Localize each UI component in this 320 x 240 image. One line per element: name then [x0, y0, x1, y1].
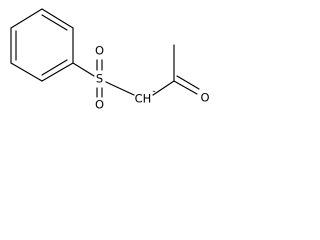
carbonyl-double-bond: [176, 75, 200, 90]
ring-bond: [41, 62, 74, 82]
ring-bond: [41, 8, 74, 29]
sulfonyl-oxygen-bottom-label: O: [95, 98, 104, 112]
ring-bond: [10, 8, 43, 29]
carbonyl-double-bond: [173, 80, 198, 95]
carbanion-to-carbonyl-bond: [152, 80, 175, 96]
carbanion-charge-label: -: [152, 87, 155, 97]
chemical-structure: S O O CH - O: [10, 8, 210, 112]
carbanion-label: CH: [135, 92, 152, 106]
sulfonyl-oxygen-top-label: O: [95, 44, 104, 58]
sulfur-label: S: [96, 72, 103, 86]
ring-inner-double-bond: [41, 59, 68, 76]
ring-to-sulfur-bond: [72, 62, 95, 77]
ring-inner-double-bond: [41, 14, 68, 31]
sulfur-to-carbanion-bond: [105, 81, 135, 96]
phenyl-ring: [10, 8, 74, 82]
carbonyl-oxygen-label: O: [200, 91, 209, 105]
ring-bond: [10, 62, 43, 82]
